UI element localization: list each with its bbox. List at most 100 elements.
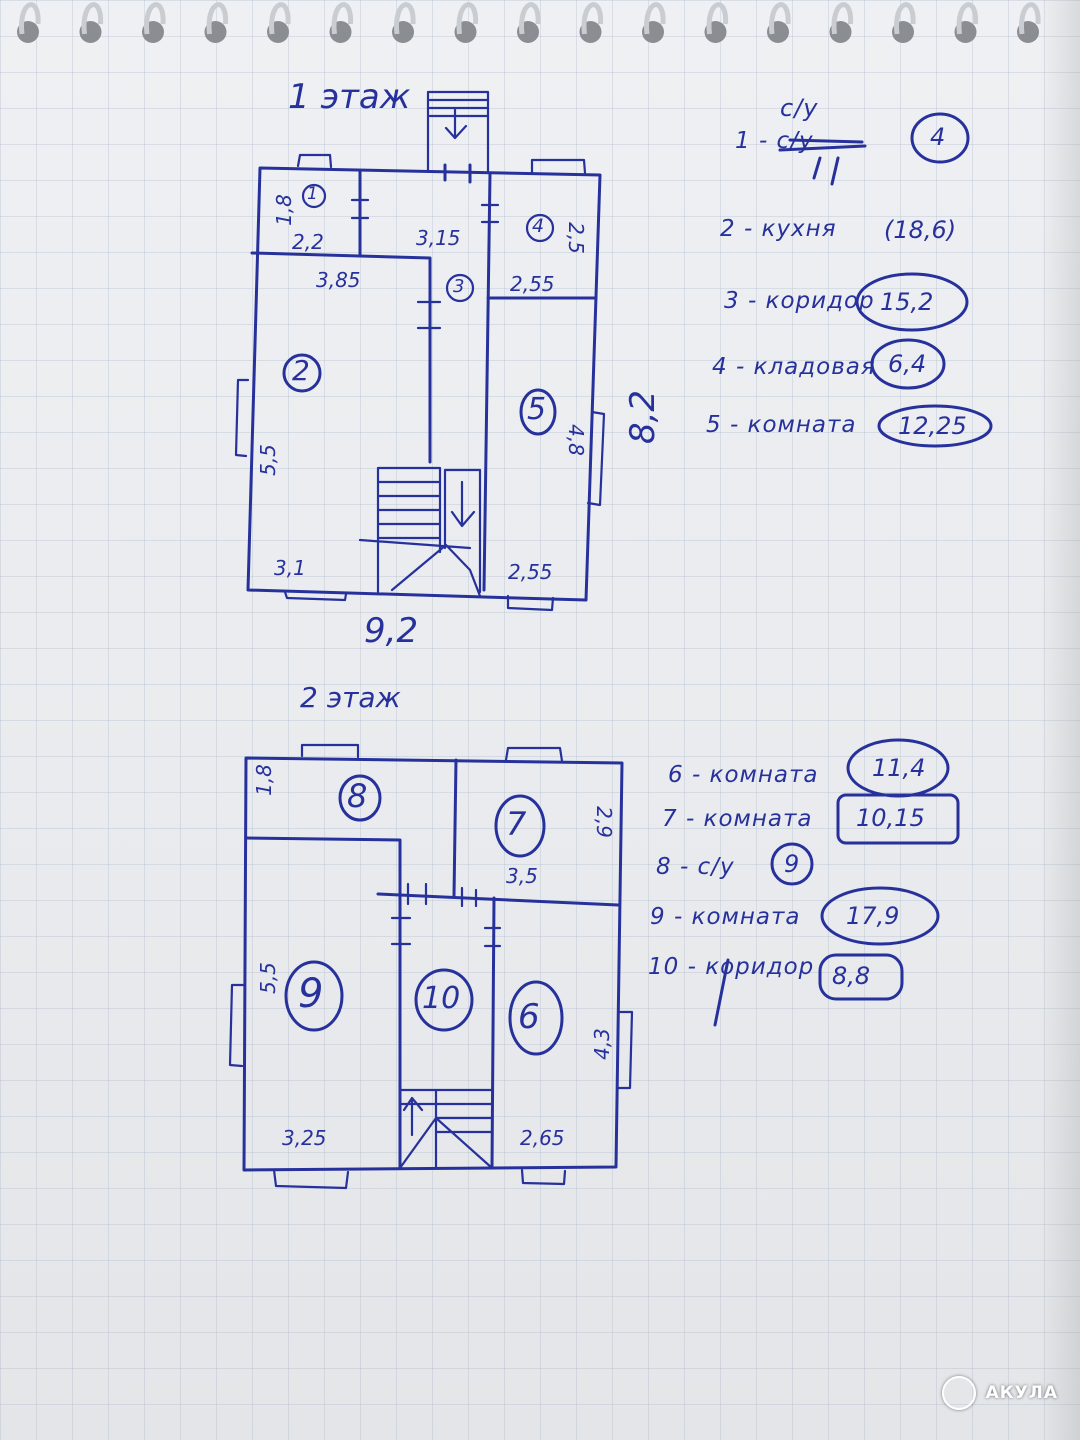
floor1-outer-wall <box>246 166 602 602</box>
legend3-area-circle <box>855 272 969 332</box>
floor2-room6-label: 6 <box>518 997 540 1037</box>
floor1-dim-1-8: 1,8 <box>271 194 296 226</box>
floor1-window-bottom-left <box>283 590 348 602</box>
legend1-row4-text: 4 - кладовая <box>712 354 876 380</box>
legend8-area-circle <box>770 842 814 886</box>
floor2-dim-5-5: 5,5 <box>255 962 280 994</box>
floor2-window-right <box>615 1010 634 1090</box>
floor1-entry-stair <box>426 90 490 174</box>
floor2-dim-3-25: 3,25 <box>282 1126 327 1150</box>
floor1-dim-height: 8,2 <box>623 389 664 445</box>
legend1-row4-area: 6,4 <box>888 350 927 378</box>
floor1-room5-label: 5 <box>527 392 547 427</box>
legend1-row3-area: 15,2 <box>880 288 934 316</box>
floor1-wall-row <box>250 251 432 464</box>
legend1-row5-text: 5 - комната <box>706 412 857 438</box>
floor1-room1-circle <box>301 183 327 209</box>
floor1-door-storage <box>480 203 500 224</box>
floor2-window-left <box>228 983 246 1068</box>
floor2-outer-wall <box>242 756 624 1172</box>
legend4-area-circle <box>870 338 946 390</box>
floor2-plan <box>228 743 634 1190</box>
binding-ring <box>769 2 791 35</box>
floor2-window-bottom-left <box>272 1168 350 1190</box>
legend-circles <box>713 112 993 1027</box>
binding-ring <box>956 2 979 35</box>
floor2-window-bottom-right <box>520 1168 567 1186</box>
binding-ring <box>394 2 416 35</box>
floor2-dim-3-5: 3,5 <box>506 864 538 888</box>
floor2-wall-row <box>376 892 620 907</box>
legend1-bath-caption: с/у <box>780 94 819 122</box>
floor1-window-left <box>234 378 250 458</box>
legend2-row1-area: 11,4 <box>872 754 926 782</box>
floor1-door-kitchen <box>416 300 442 330</box>
legend1-strike <box>778 138 867 186</box>
floor2-dim-4-3: 4,3 <box>589 1028 614 1060</box>
legend10-area-box <box>818 953 904 1001</box>
floor1-dim-width: 9,2 <box>364 611 419 651</box>
floor2-room7-circle <box>494 794 546 858</box>
binding-ring <box>581 2 604 35</box>
floor1-window-bottom-right <box>506 594 555 612</box>
floor2-room6-circle <box>508 980 564 1056</box>
floor1-stair <box>358 466 482 598</box>
floor2-room7-label: 7 <box>506 805 527 843</box>
floor2-window-top-right <box>504 746 564 763</box>
binding-ring <box>269 2 291 35</box>
floor1-window-right <box>586 410 606 507</box>
spiral-binding <box>17 2 1041 43</box>
floor1-room4-circle <box>525 213 555 243</box>
legend2-row3-text: 8 - с/у <box>656 854 735 880</box>
floor1-window-top-right <box>530 158 587 175</box>
legend2-row2-area: 10,15 <box>856 804 925 832</box>
legend5-area-circle <box>877 404 993 448</box>
floor1-dim-2-5: 2,5 <box>563 222 588 254</box>
binding-ring <box>706 2 729 35</box>
floor1-dim-3-15: 3,15 <box>416 226 461 250</box>
binding-ring <box>81 2 104 35</box>
legend1-row1-area: 4 <box>930 123 946 151</box>
floor1-room2-circle <box>282 353 322 393</box>
legend1-row5-area: 12,25 <box>898 412 967 440</box>
floor1-entry-door <box>443 163 472 184</box>
floor2-room8-circle <box>338 774 382 822</box>
legend2-row1-text: 6 - комната <box>668 762 819 788</box>
legend2-row5-area: 8,8 <box>832 962 871 990</box>
floor2-wall-corridor <box>490 896 496 1170</box>
binding-ring <box>894 2 916 35</box>
legend1-area4-circle <box>910 112 970 164</box>
legend2-row4-area: 17,9 <box>846 902 900 930</box>
legend7-area-box <box>836 793 960 845</box>
floor1-room4-label: 4 <box>532 215 545 237</box>
floor1-dim-2-55-top: 2,55 <box>510 272 555 296</box>
floor1-dim-3-1: 3,1 <box>274 556 306 580</box>
binding-ring <box>144 2 166 35</box>
floor2-wall-bath <box>244 836 402 1170</box>
binding-ring <box>1019 2 1041 35</box>
legend2-row4-text: 9 - комната <box>650 904 801 930</box>
floor2-room8-label: 8 <box>347 777 368 815</box>
floor2-window-top-left <box>300 743 360 759</box>
floor1-dim-2-55-bottom: 2,55 <box>508 560 553 584</box>
page-edge-shadow <box>1040 0 1080 1440</box>
floor2-room9-circle <box>284 960 344 1032</box>
legend2-row5-text: 10 - коридор <box>648 954 815 980</box>
floor2-room9-label: 9 <box>298 971 324 1017</box>
legend10-tail <box>713 958 730 1027</box>
floor1-dim-4-8: 4,8 <box>563 424 588 456</box>
floor1-window-top-left <box>296 153 333 169</box>
binding-ring <box>456 2 479 35</box>
binding-ring <box>831 2 854 35</box>
floor1-plan <box>234 90 606 612</box>
binding-ring <box>331 2 354 35</box>
floor1-dim-3-85: 3,85 <box>316 268 361 292</box>
legend2-row3-area: 9 <box>784 850 800 878</box>
floor2-wall-room7 <box>452 758 458 898</box>
binding-ring <box>19 2 41 35</box>
floor1-wall-storage <box>482 172 598 592</box>
floor1-title: 1 этаж <box>288 77 411 117</box>
floor1-room1-label: 1 <box>307 184 318 204</box>
floor2-doors <box>390 882 502 948</box>
